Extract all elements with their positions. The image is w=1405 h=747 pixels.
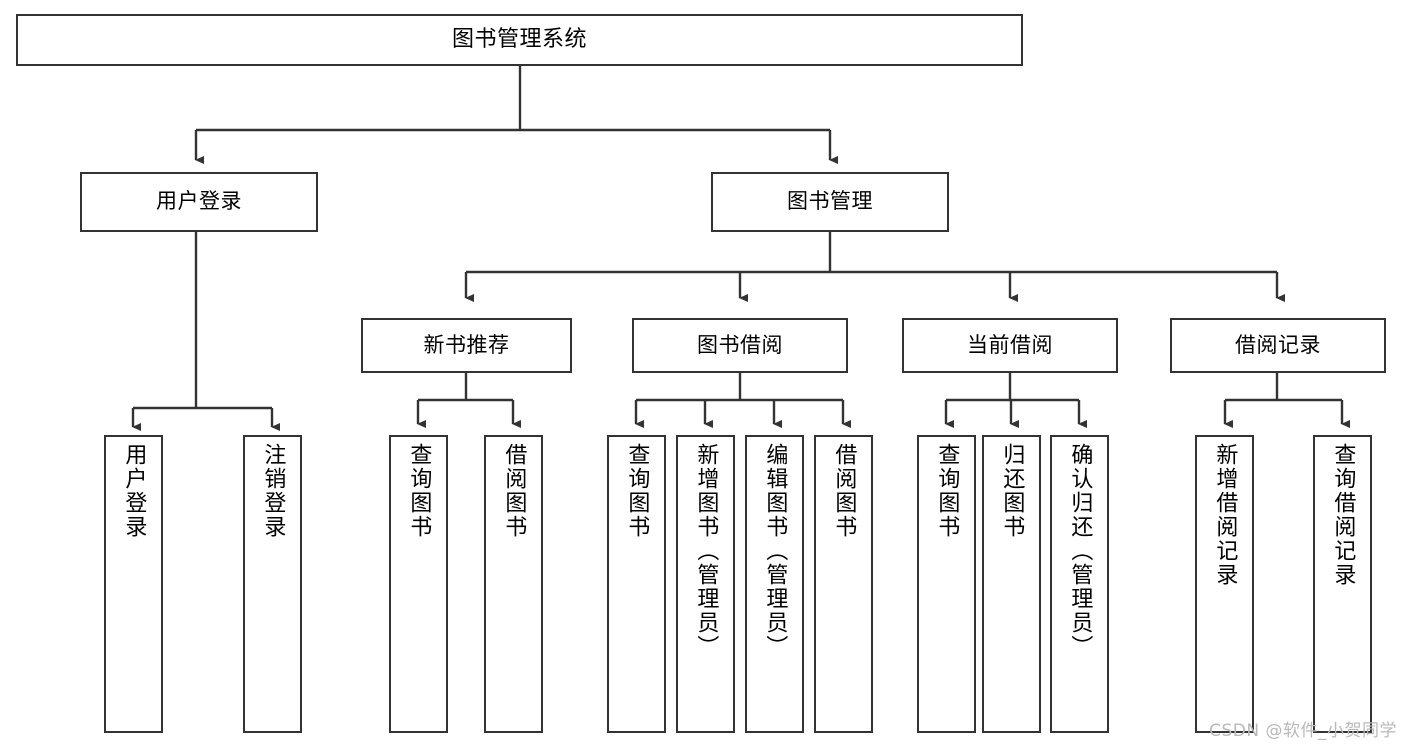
node-leaf-query-record-label: 查询借阅记录 — [1330, 443, 1356, 587]
node-leaf-borrow-book-1[interactable]: 借阅图书 — [484, 435, 543, 733]
node-root-label: 图书管理系统 — [451, 26, 587, 52]
node-book-manage[interactable]: 图书管理 — [711, 172, 949, 232]
node-borrow-record[interactable]: 借阅记录 — [1170, 318, 1386, 373]
node-borrow-record-label: 借阅记录 — [1235, 332, 1321, 357]
node-user-login-label: 用户登录 — [156, 189, 242, 214]
node-leaf-edit-book-label: 编辑图书（管理员） — [762, 443, 788, 659]
node-leaf-user-login[interactable]: 用户登录 — [104, 435, 163, 733]
node-current-borrow-label: 当前借阅 — [967, 332, 1053, 357]
node-leaf-add-book[interactable]: 新增图书（管理员） — [676, 435, 735, 733]
node-leaf-add-book-label: 新增图书（管理员） — [693, 443, 719, 659]
node-book-borrow-label: 图书借阅 — [697, 332, 783, 357]
node-leaf-query-book-1[interactable]: 查询图书 — [389, 435, 448, 733]
node-leaf-logout-label: 注销登录 — [260, 443, 286, 539]
node-leaf-user-login-label: 用户登录 — [121, 443, 147, 539]
node-leaf-borrow-book-1-label: 借阅图书 — [501, 443, 527, 539]
node-leaf-confirm-return-label: 确认归还（管理员） — [1067, 443, 1093, 659]
node-leaf-return-book-label: 归还图书 — [999, 443, 1025, 539]
node-leaf-query-record[interactable]: 查询借阅记录 — [1313, 435, 1372, 733]
node-leaf-borrow-book-2[interactable]: 借阅图书 — [814, 435, 873, 733]
node-leaf-borrow-book-2-label: 借阅图书 — [831, 443, 857, 539]
node-current-borrow[interactable]: 当前借阅 — [902, 318, 1118, 373]
node-new-book-rec[interactable]: 新书推荐 — [361, 318, 572, 373]
node-root[interactable]: 图书管理系统 — [16, 14, 1023, 66]
node-new-book-rec-label: 新书推荐 — [423, 332, 510, 357]
node-leaf-query-book-2-label: 查询图书 — [624, 443, 650, 539]
node-leaf-add-record-label: 新增借阅记录 — [1212, 443, 1238, 587]
node-leaf-query-book-3-label: 查询图书 — [934, 443, 960, 539]
node-leaf-logout[interactable]: 注销登录 — [243, 435, 302, 733]
node-leaf-query-book-2[interactable]: 查询图书 — [607, 435, 666, 733]
node-leaf-query-book-3[interactable]: 查询图书 — [917, 435, 976, 733]
node-leaf-add-record[interactable]: 新增借阅记录 — [1195, 435, 1254, 733]
node-leaf-return-book[interactable]: 归还图书 — [982, 435, 1041, 733]
watermark: CSDN @软件_小贺同学 — [1209, 721, 1397, 741]
node-book-manage-label: 图书管理 — [787, 189, 873, 214]
node-leaf-edit-book[interactable]: 编辑图书（管理员） — [745, 435, 804, 733]
node-leaf-query-book-1-label: 查询图书 — [406, 443, 432, 539]
node-book-borrow[interactable]: 图书借阅 — [632, 318, 848, 373]
node-leaf-confirm-return[interactable]: 确认归还（管理员） — [1050, 435, 1109, 733]
node-user-login[interactable]: 用户登录 — [80, 172, 318, 232]
